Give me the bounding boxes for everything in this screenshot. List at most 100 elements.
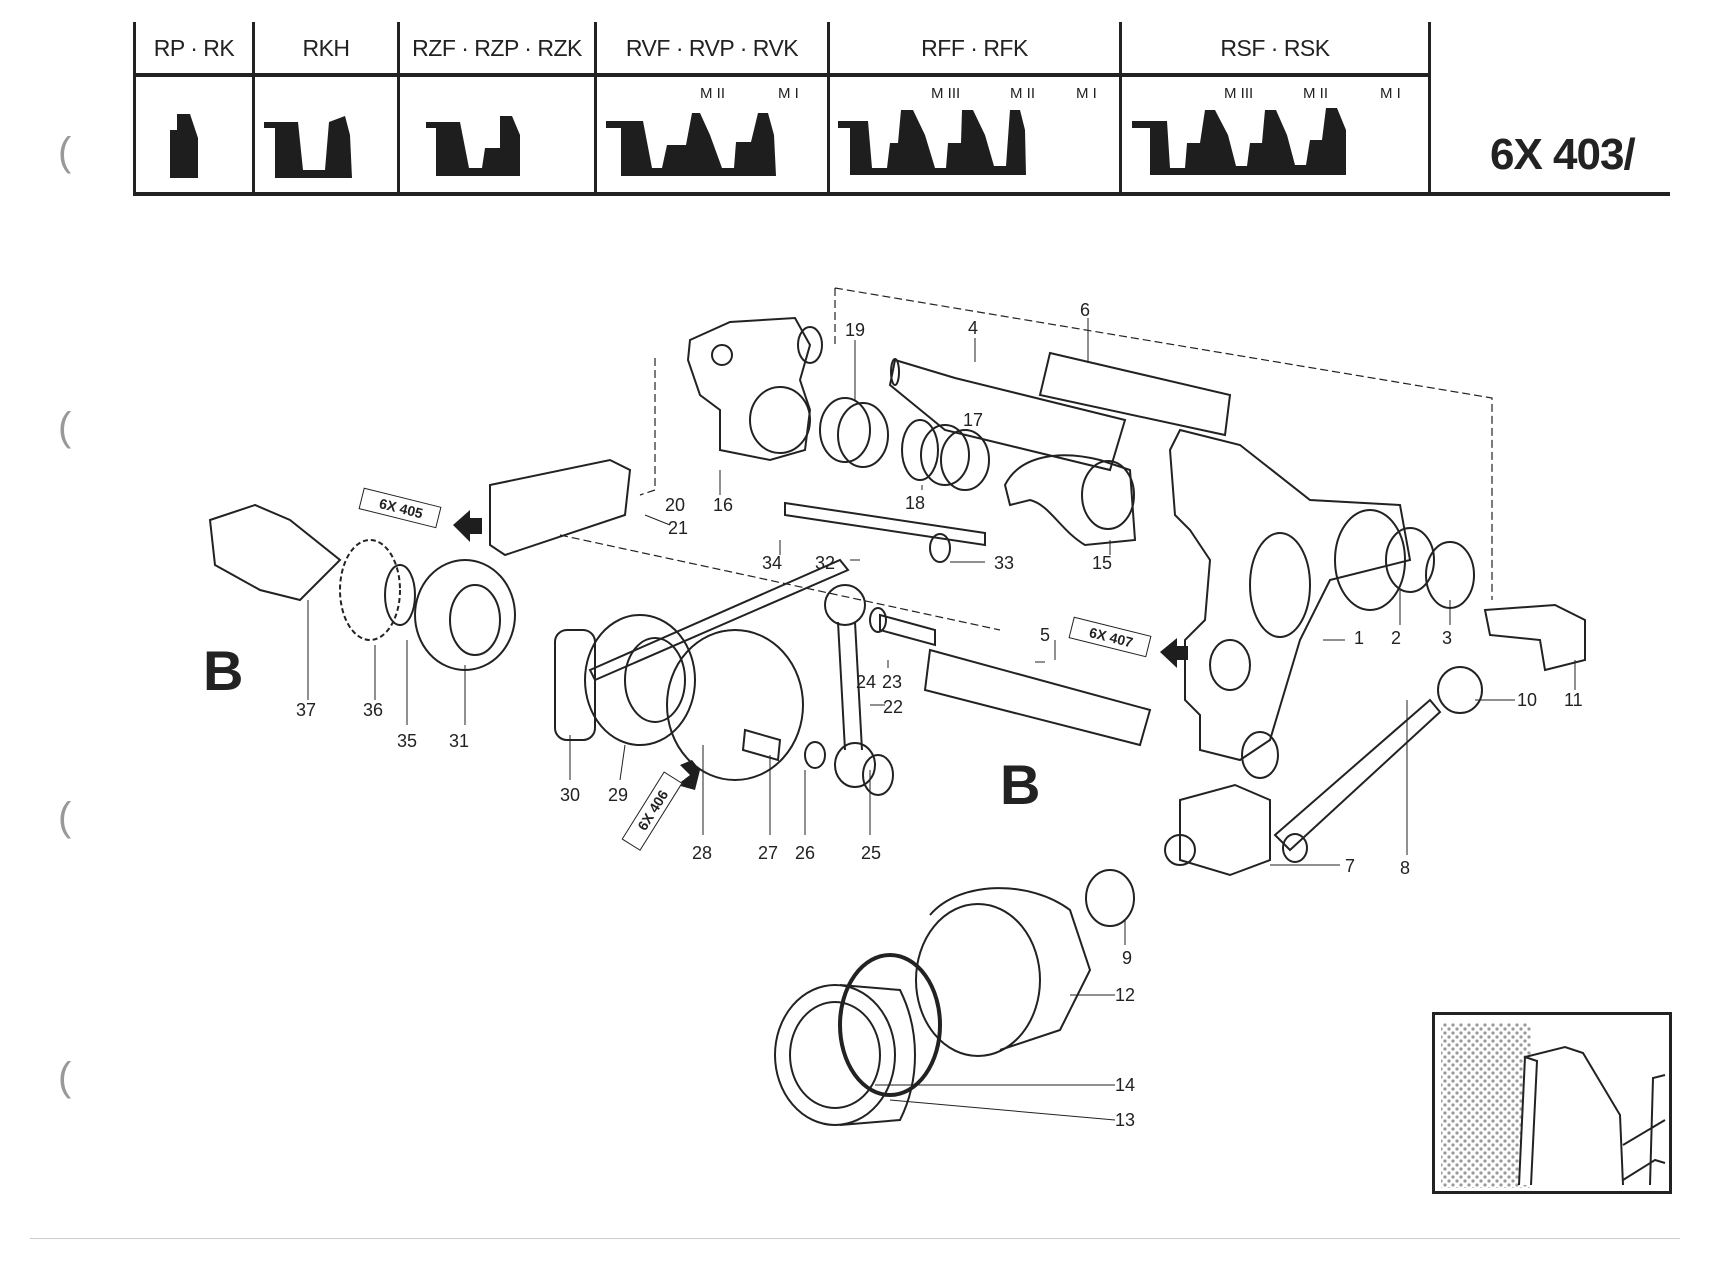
callout-28: 28 [692,843,713,863]
column-divider [1428,22,1431,194]
callout-21: 21 [668,518,689,538]
leader-lines [307,318,1576,1121]
part-rod-34 [784,501,986,547]
part-nut-33 [929,533,951,563]
mark-label: M I [1076,85,1097,102]
callout-12: 12 [1115,985,1136,1005]
mark-label: M III [1224,85,1254,102]
section-label-b: B [1000,753,1041,816]
part-ring-29 [584,614,696,746]
mark-label: M III [931,85,961,102]
callout-35: 35 [397,731,418,751]
callout-34: 34 [762,553,783,573]
part-ring-29-inner [624,637,686,723]
part-ring-10 [1437,666,1483,714]
callout-37: 37 [296,700,317,720]
profile-rp-rk [170,114,198,178]
column-divider [594,22,597,194]
callout-26: 26 [795,843,816,863]
callout-10: 10 [1517,690,1538,710]
mark-label: M I [778,85,799,102]
column-label-rzf: RZF · RZP · RZK [412,35,582,61]
callout-14: 14 [1115,1075,1136,1095]
part-shaft-6 [1038,351,1232,437]
profile-rzf [426,116,520,176]
part-bearing-19 [819,397,889,468]
binder-hole: ( [58,1055,72,1099]
callout-9: 9 [1122,948,1133,968]
column-divider [133,22,136,194]
callout-15: 15 [1092,553,1113,573]
part-ring-3 [1425,541,1475,609]
callout-5: 5 [1040,625,1051,645]
part-pin-23 [879,613,936,647]
profile-rff [838,110,1026,175]
column-label-rvf: RVF · RVP · RVK [625,35,799,61]
arrow-icon [453,510,482,542]
part-block-7-pin [1282,833,1308,863]
assembly-guideline [834,287,1493,600]
callout-19: 19 [845,320,866,340]
callout-24: 24 [856,672,877,692]
inset-drawing [1441,1023,1666,1188]
profile-rvf [606,113,776,176]
column-label-rff: RFF · RFK [921,35,1028,61]
part-gear-30 [554,629,596,741]
part-31-bore [449,584,501,656]
part-shaft-5 [923,648,1152,747]
callout-25: 25 [861,843,882,863]
callout-4: 4 [968,318,979,338]
part-disc-28 [666,629,804,781]
callout-36: 36 [363,700,384,720]
page-bottom-rule [30,1238,1680,1239]
callout-11: 11 [1564,690,1583,710]
inset-bracket [1622,1074,1666,1186]
callout-23: 23 [882,672,903,692]
profile-rkh [264,116,352,178]
part-gear-36 [339,539,401,641]
detail-inset [1432,1012,1672,1194]
part-block-7 [1179,783,1271,877]
binder-hole: ( [58,130,72,174]
mark-label: M II [1010,85,1035,102]
part-oring-14 [838,953,942,1097]
column-label-rsf: RSF · RSK [1220,35,1330,61]
assembly-guideline [559,534,1001,631]
callout-13: 13 [1115,1110,1136,1130]
part-ring-9 [1085,869,1135,927]
header-bottom-rule [133,192,1670,196]
part-link-22 [824,584,876,788]
callout-30: 30 [560,785,581,805]
part-bearing-2 [1385,527,1435,593]
part-15 [1003,454,1137,547]
column-divider [1119,22,1122,194]
mark-label: M II [700,85,725,102]
callout-29: 29 [608,785,629,805]
column-divider [397,22,400,194]
part-nut-26 [804,741,826,769]
callout-3: 3 [1442,628,1453,648]
part-block-7-pin [1164,834,1196,866]
inset-wall [1518,1045,1624,1186]
part-bearing-17 [920,424,990,491]
mark-label: M I [1380,85,1401,102]
document-id: 6X 403/ [1490,130,1636,179]
callout-31: 31 [449,731,470,751]
column-divider [827,22,830,194]
part-knob-12 [915,887,1092,1057]
binder-hole: ( [58,795,72,839]
part-washer-25 [862,754,894,796]
profile-silhouettes [170,108,1346,178]
callout-22: 22 [883,697,904,717]
part-screw-8 [1273,698,1442,852]
part-lever-16 [686,316,823,462]
binder-hole: ( [58,405,72,449]
callout-18: 18 [905,493,926,513]
header-rule [133,73,1431,77]
part-plate-1 [1168,428,1412,779]
arrow-icon [1160,638,1188,668]
callout-2: 2 [1391,628,1402,648]
callout-8: 8 [1400,858,1411,878]
part-shaft-37 [208,503,342,602]
